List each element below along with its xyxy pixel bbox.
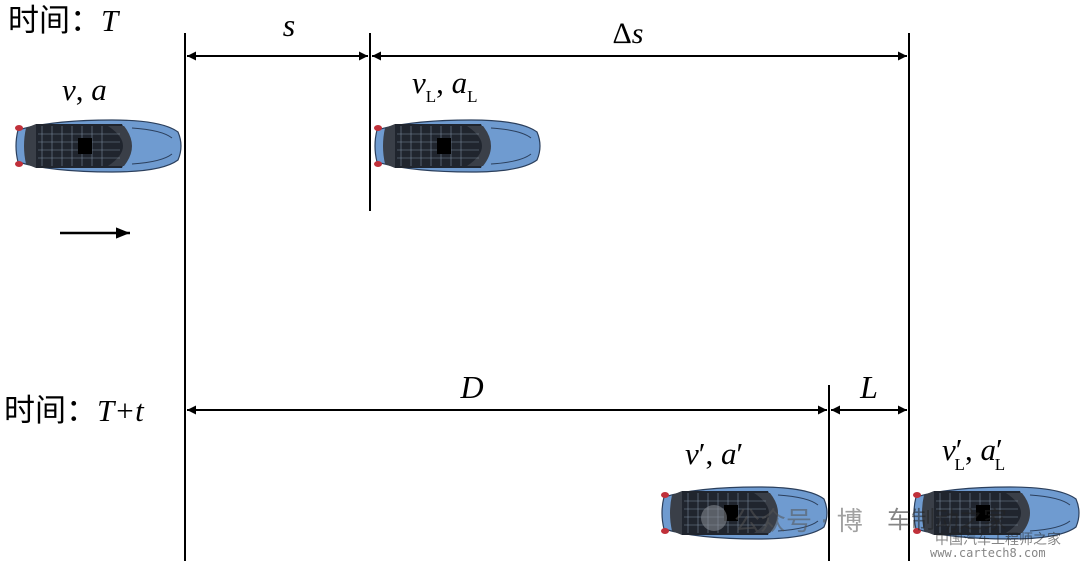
watermark-text-1: 公众号 · 博 [734,507,863,537]
dimension-D-label: D [459,369,483,405]
dimension-s-label: s [283,7,295,43]
dimension-L-label: L [859,369,878,405]
dimension-delta-s-label: Δs [613,17,644,50]
wechat-logo-icon [701,505,727,531]
follower-car-T [14,119,182,173]
leader-Tt-label: v′L, a′L [942,432,1005,474]
leader-T-label: vL, aL [412,65,478,106]
time-label-Tt: 时间：T+t [4,393,145,429]
leader-car-T [373,119,541,173]
watermark-site: www.cartech8.com [930,546,1046,560]
watermark: 公众号 · 博 车制动之家 中国汽车工程师之家 www.cartech8.com [701,505,1061,560]
follower-T-label: v, a [62,72,107,107]
time-label-T: 时间：T [8,3,121,39]
watermark-text-2: 车制动之家 [887,506,1007,534]
follower-Tt-label: v′, a′ [685,436,743,471]
watermark-text-3: 中国汽车工程师之家 [935,531,1061,548]
